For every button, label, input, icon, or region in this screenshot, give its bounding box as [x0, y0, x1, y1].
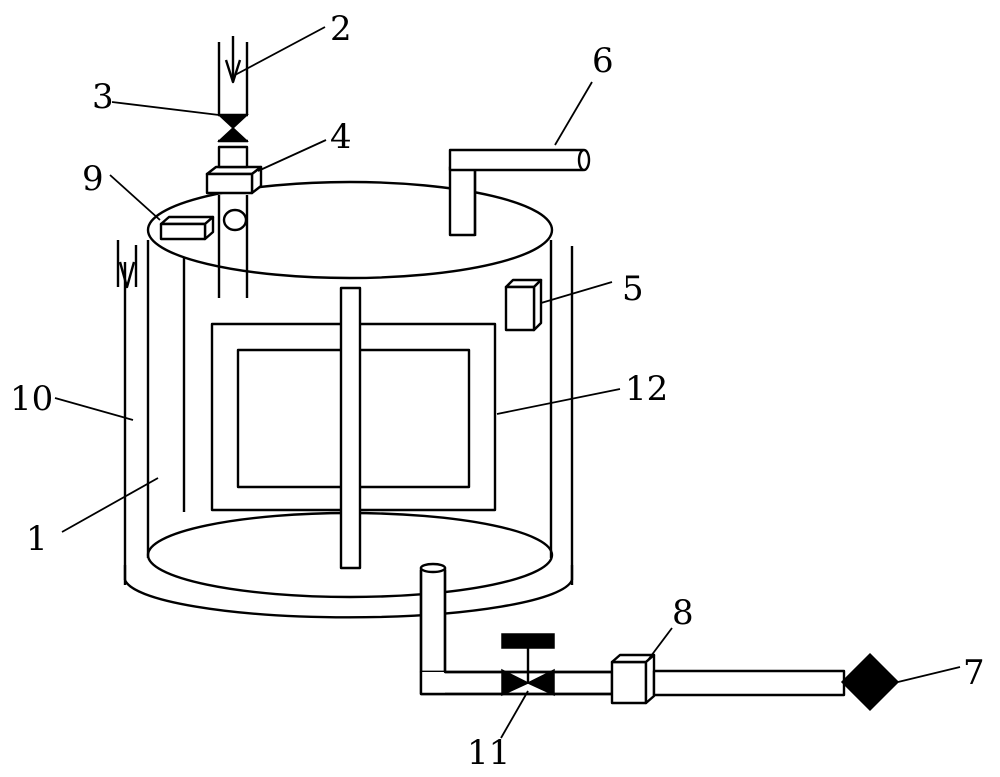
nozzle-diamond [840, 652, 900, 712]
label-5: 5 [622, 269, 644, 309]
flow-meter-block [205, 145, 263, 195]
sensor-block-5 [504, 278, 543, 332]
label-11: 11 [467, 733, 510, 773]
leader-lines [54, 26, 961, 739]
inner-tank-walls [146, 240, 553, 558]
label-12: 12 [625, 369, 668, 409]
label-3: 3 [92, 77, 114, 117]
label-4: 4 [330, 117, 352, 157]
label-10: 10 [10, 379, 53, 419]
label-6: 6 [592, 41, 614, 81]
label-7: 7 [963, 653, 985, 693]
number-labels: 2 3 4 9 6 5 12 10 1 8 7 11 [10, 9, 985, 773]
discharge-valve [501, 633, 555, 697]
inlet-pipe [217, 195, 249, 298]
inlet-valve [217, 113, 249, 143]
stirring-shaft [339, 286, 362, 570]
inlet-arrow [217, 36, 249, 115]
jacket-inlet-arrow [116, 240, 138, 289]
discharge-pipe [419, 562, 846, 705]
label-1: 1 [26, 519, 48, 559]
sensor-block-9 [159, 215, 215, 241]
label-8: 8 [672, 593, 694, 633]
exhaust-pipe [448, 148, 591, 237]
label-2: 2 [330, 9, 352, 49]
label-9: 9 [82, 159, 104, 199]
